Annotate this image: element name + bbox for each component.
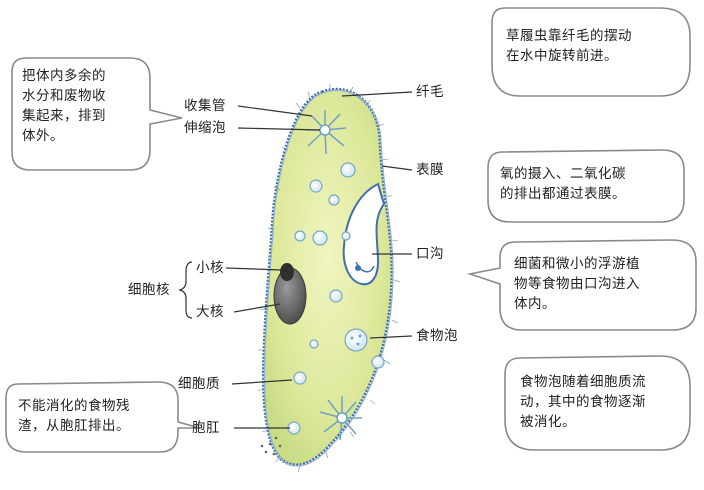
label-nucleus: 细胞核 <box>128 282 170 298</box>
anal-note-bubble <box>5 381 201 453</box>
food-vacuoles <box>293 162 385 385</box>
label-micronucleus: 小核 <box>196 260 224 276</box>
oral-note-line: 细菌和微小的浮游植 <box>514 256 640 272</box>
pellicle-note-line: 的排出都通过表膜。 <box>500 186 626 202</box>
cilia-fringe <box>258 84 401 473</box>
label-cytoplasm: 细胞质 <box>178 376 220 392</box>
micronucleus <box>280 263 294 281</box>
contractile-note-line: 集起来，排到 <box>22 108 106 124</box>
cilia-note-line: 在水中旋转前进。 <box>506 48 618 64</box>
contractile-note-bubble <box>11 57 183 171</box>
label-oral-groove: 口沟 <box>416 246 444 262</box>
contractile-note: 把体内多余的 水分和废物收 集起来，排到 体外。 <box>22 66 106 146</box>
anal-note-line: 不能消化的食物残 <box>18 398 130 414</box>
cilia-note-line: 草履虫靠纤毛的摆动 <box>506 28 632 44</box>
cilia-note-bubble <box>491 7 691 97</box>
label-cilia: 纤毛 <box>416 84 444 100</box>
pellicle-note-line: 氧的摄入、二氧化碳 <box>500 166 626 182</box>
bubble-shapes <box>5 7 697 453</box>
food-note: 食物泡随着细胞质流 动，其中的食物逐渐 被消化。 <box>520 372 646 432</box>
contractile-vacuole-top <box>306 110 347 155</box>
label-pellicle: 表膜 <box>416 162 444 178</box>
oral-note-bubble <box>466 239 697 331</box>
contractile-note-line: 把体内多余的 <box>22 68 106 84</box>
food-note-line: 动，其中的食物逐渐 <box>520 394 646 410</box>
anal-note-line: 渣，从胞肛排出。 <box>18 418 130 434</box>
pellicle-note-bubble <box>487 149 685 223</box>
label-food-vacuole: 食物泡 <box>416 328 458 344</box>
cilia-note: 草履虫靠纤毛的摆动 在水中旋转前进。 <box>506 26 632 66</box>
contractile-note-line: 水分和废物收 <box>22 88 106 104</box>
label-collecting-duct: 收集管 <box>184 98 226 114</box>
oral-note-line: 体内。 <box>514 296 556 312</box>
label-contractile-vacuole: 伸缩泡 <box>184 120 226 136</box>
label-macronucleus: 大核 <box>196 304 224 320</box>
pellicle-note: 氧的摄入、二氧化碳 的排出都通过表膜。 <box>500 164 626 204</box>
oral-note: 细菌和微小的浮游植 物等食物由口沟进入 体内。 <box>514 254 640 314</box>
paramecium-cell <box>261 87 394 467</box>
oral-groove <box>342 182 386 286</box>
anal-note: 不能消化的食物残 渣，从胞肛排出。 <box>18 396 130 436</box>
food-note-line: 食物泡随着细胞质流 <box>520 374 646 390</box>
contractile-vacuole-bottom <box>319 396 362 441</box>
cell-body <box>261 87 394 467</box>
expelled-particles <box>260 436 282 456</box>
oral-note-line: 物等食物由口沟进入 <box>514 276 640 292</box>
nucleus-brace <box>178 261 193 319</box>
contractile-note-line: 体外。 <box>22 128 64 144</box>
label-anal-pore: 胞肛 <box>192 420 220 436</box>
label-pointers <box>225 91 413 429</box>
food-note-bubble <box>504 355 691 451</box>
food-note-line: 被消化。 <box>520 414 576 430</box>
